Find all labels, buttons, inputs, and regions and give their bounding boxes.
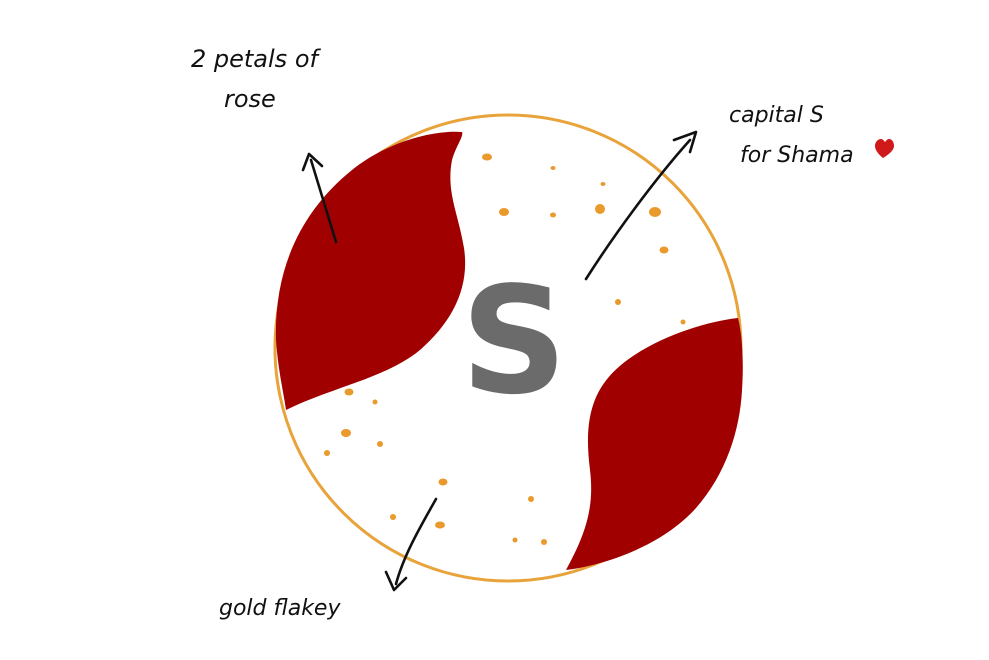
gold-flake [435, 521, 445, 529]
gold-flake [341, 429, 351, 437]
label-petals-line1: 2 petals of [191, 45, 322, 73]
gold-flake [438, 478, 448, 486]
rose-petal-top-left [275, 131, 466, 410]
gold-flake [499, 208, 509, 216]
heart-icon [875, 139, 894, 158]
gold-flake [390, 514, 396, 520]
arrow-gold [384, 497, 438, 592]
gold-flake [512, 537, 518, 543]
gold-flake [377, 441, 383, 447]
center-letter: S [461, 255, 568, 427]
gold-flake [600, 182, 606, 186]
gold-flake [372, 399, 378, 405]
gold-flake [659, 246, 669, 254]
gold-flake [550, 166, 556, 170]
gold-flake [550, 212, 556, 218]
rose-petal-bottom-right [566, 318, 743, 570]
gold-flake [649, 207, 661, 217]
annotation-arrows [301, 130, 698, 592]
gold-flake [595, 204, 605, 214]
gold-flake [324, 450, 330, 456]
gold-flake [528, 496, 534, 502]
label-capital-line1: capital S [729, 103, 824, 128]
arrow-petals [301, 152, 338, 244]
label-gold: gold flakey [219, 596, 341, 621]
arrow-capital-s [584, 130, 698, 281]
label-petals-line2: rose [224, 85, 276, 113]
gold-flakes [324, 153, 686, 545]
gold-flake [541, 539, 547, 545]
gold-flake [344, 388, 354, 396]
gold-flake [482, 153, 492, 161]
gold-flake [680, 319, 686, 325]
label-capital-line2: for Shama [740, 143, 854, 168]
gold-flake [615, 299, 621, 305]
